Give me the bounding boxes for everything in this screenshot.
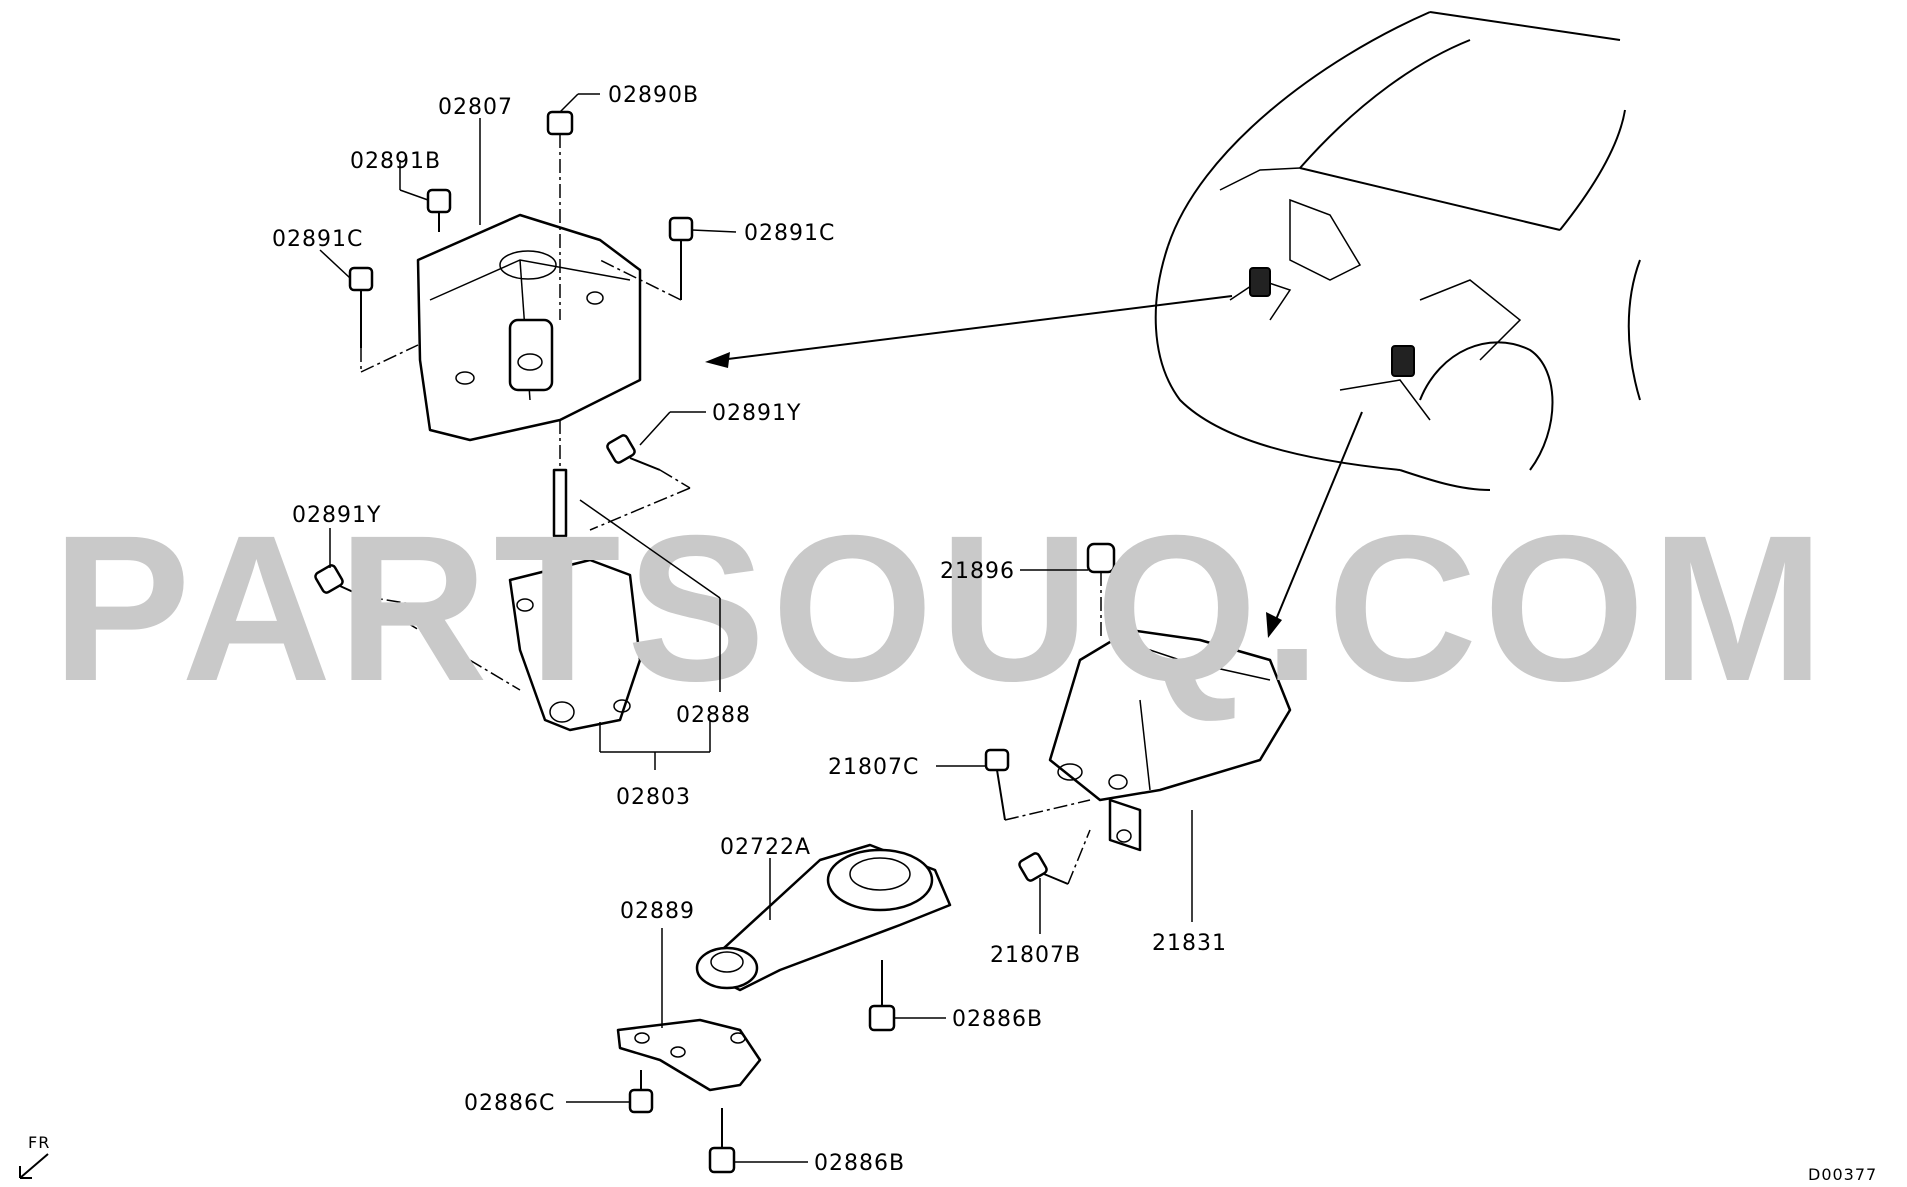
fr-arrow-icon	[19, 1153, 49, 1179]
bolts	[314, 110, 1069, 1174]
nut-02890B	[546, 110, 574, 136]
callout-02891C-right: 02891C	[744, 221, 835, 246]
callouts: 02807 02890B 02891B 02891C 02891C 02891Y…	[272, 83, 1227, 1176]
callout-02807: 02807	[438, 95, 513, 120]
callout-02803: 02803	[616, 785, 691, 810]
bolt-02886B-right	[868, 1004, 896, 1032]
bolt-02891C-left	[348, 266, 374, 292]
bolt-02886B-bottom	[708, 1146, 736, 1174]
callout-02891C-left: 02891C	[272, 227, 363, 252]
callout-02888: 02888	[676, 703, 751, 728]
callout-02891Y-left: 02891Y	[292, 503, 381, 528]
engine-mount-02807	[416, 213, 642, 442]
diagram-code: D00377	[1808, 1165, 1877, 1184]
callout-02722A: 02722A	[720, 835, 811, 860]
bolt-02891Y-top	[606, 434, 636, 464]
fr-label: FR	[28, 1133, 50, 1152]
callout-02886B-right: 02886B	[952, 1007, 1043, 1032]
callout-02886B-bottom: 02886B	[814, 1151, 905, 1176]
bracket-02889	[616, 1018, 762, 1092]
bracket-02803	[508, 468, 642, 732]
engine-mount-21831	[1048, 542, 1292, 852]
bolt-02891B	[426, 188, 452, 214]
leader-arrows	[705, 295, 1363, 638]
assembly-lines	[360, 134, 1102, 885]
bolt-02891C-right	[668, 216, 694, 242]
callout-02891B: 02891B	[350, 149, 441, 174]
left-mount-location	[1249, 267, 1271, 297]
vehicle-outline	[1154, 11, 1641, 491]
right-mount-location	[1391, 345, 1415, 377]
callout-leaders	[319, 93, 1193, 1163]
callout-21807B: 21807B	[990, 943, 1081, 968]
bolt-02886C	[628, 1088, 654, 1114]
bolt-21807B	[1018, 852, 1048, 882]
callout-21896: 21896	[940, 559, 1015, 584]
callout-02890B: 02890B	[608, 83, 699, 108]
callout-21831: 21831	[1152, 931, 1227, 956]
callout-02891Y-top: 02891Y	[712, 401, 801, 426]
bolt-02891Y-left	[314, 564, 344, 594]
watermark: PARTSOUQ.COM	[52, 493, 1830, 725]
torque-rod-02722A	[695, 843, 952, 992]
callout-02889: 02889	[620, 899, 695, 924]
bolt-21807C	[984, 748, 1010, 772]
callout-21807C: 21807C	[828, 755, 919, 780]
front-direction-indicator: FR	[19, 1133, 50, 1179]
callout-02886C: 02886C	[464, 1091, 555, 1116]
